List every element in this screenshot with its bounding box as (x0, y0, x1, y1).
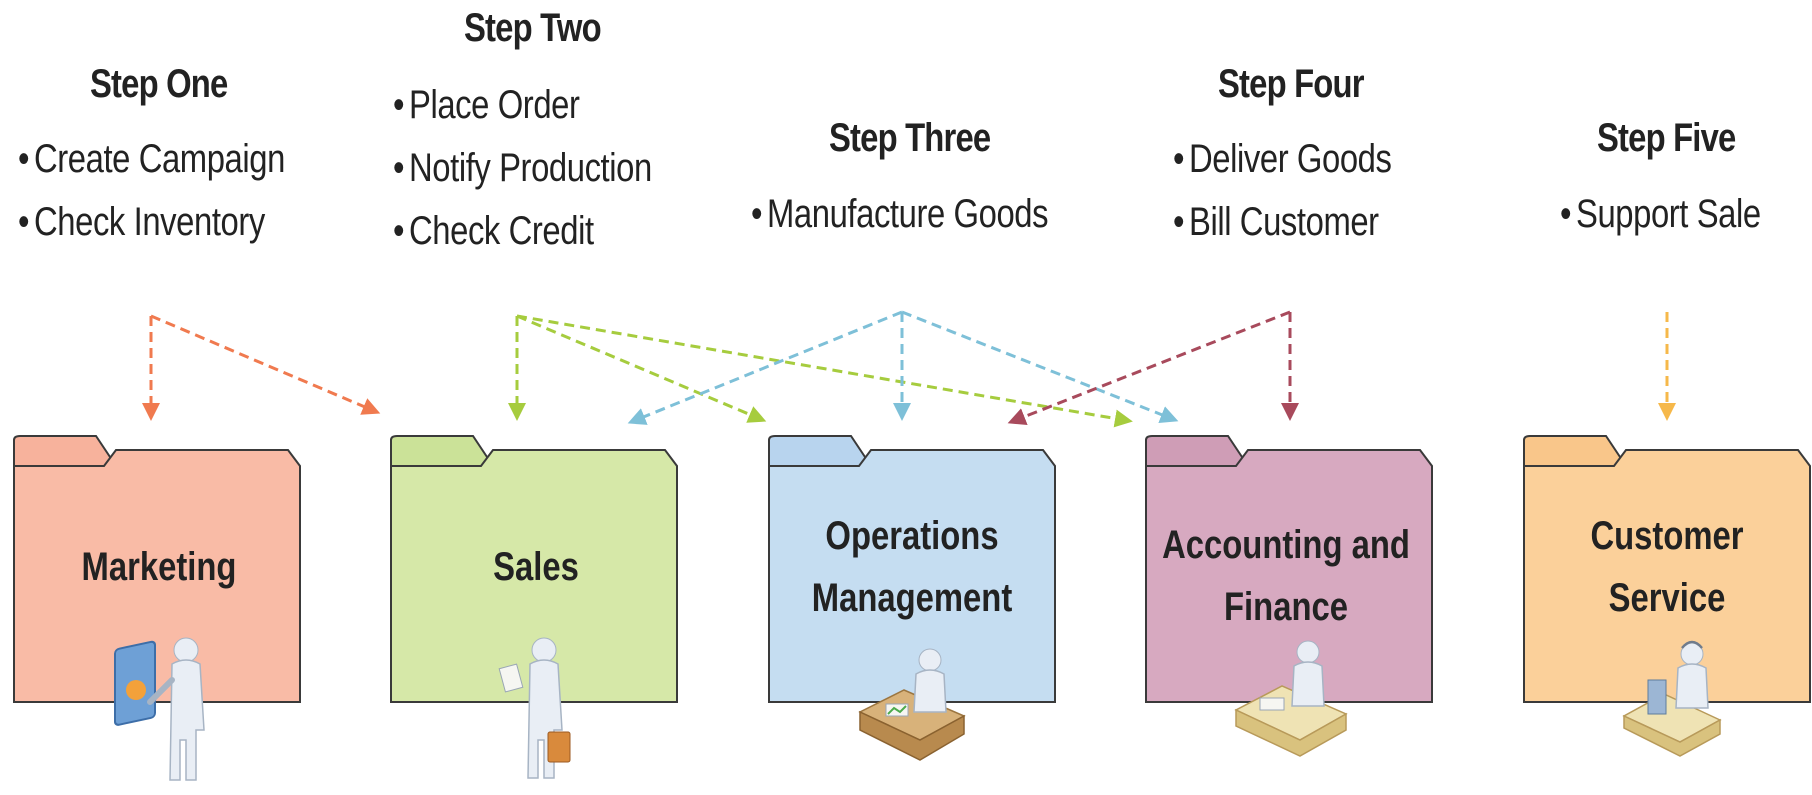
list-item: Support Sale (1560, 183, 1761, 246)
step-four-list: Deliver Goods Bill Customer (1173, 128, 1439, 254)
step-two-list: Place Order Notify Production Check Cred… (393, 74, 709, 263)
folder-body (1145, 449, 1433, 703)
folder-label-accounting-and-finance: Accounting and Finance (1162, 523, 1410, 629)
step-three-arrows (627, 310, 1179, 425)
customer-service-headset-icon (1622, 640, 1722, 757)
step-one-list: Create Campaign Check Inventory (18, 128, 344, 254)
arrow-step-three-to-sales (627, 310, 903, 425)
step-one-title: Step One (90, 62, 228, 106)
folder-customer-service (1523, 435, 1811, 703)
list-item: Bill Customer (1173, 191, 1391, 254)
arrow-step-one-to-sales (150, 314, 381, 415)
list-item: Create Campaign (18, 128, 285, 191)
folder-label-sales: Sales (493, 545, 579, 589)
folder-label-customer-service: Customer Service (1590, 514, 1744, 620)
step-one-arrows (142, 314, 381, 421)
folder-label-operations-management: Operations Management (811, 514, 1013, 620)
step-two-title: Step Two (464, 6, 602, 50)
step-five-list: Support Sale (1560, 183, 1805, 246)
folder-tab (13, 435, 118, 467)
step-three-title: Step Three (829, 116, 991, 160)
accounting-desk-worker-icon (1234, 640, 1348, 757)
step-four-arrows (1007, 310, 1299, 426)
folder-body (390, 449, 678, 703)
folder-body (768, 449, 1056, 703)
list-item: Manufacture Goods (751, 183, 1049, 246)
marketing-presenter-icon (114, 637, 205, 781)
arrow-step-two-to-operations (516, 314, 767, 423)
step-three-list: Manufacture Goods (751, 183, 1113, 246)
list-item: Deliver Goods (1173, 128, 1392, 191)
folder-body (13, 449, 301, 703)
arrow-step-three-to-accounting (901, 310, 1179, 424)
folder-sales (390, 435, 678, 703)
arrow-step-four-to-operations (1007, 310, 1291, 426)
folder-operations-management (768, 435, 1056, 703)
list-item: Place Order (393, 74, 652, 137)
operations-desk-worker-icon (858, 648, 966, 761)
list-item: Check Credit (393, 200, 652, 263)
folder-body (1523, 449, 1811, 703)
folder-tab (390, 435, 495, 467)
step-two-arrows (508, 314, 1133, 428)
step-five-title: Step Five (1597, 116, 1736, 160)
arrow-step-two-to-accounting (516, 314, 1133, 428)
folder-accounting-and-finance (1145, 435, 1433, 703)
list-item: Notify Production (393, 137, 652, 200)
folder-tab (1523, 435, 1628, 467)
folder-marketing (13, 435, 301, 703)
folder-tab (1145, 435, 1250, 467)
folder-label-marketing: Marketing (81, 545, 237, 589)
list-item: Check Inventory (18, 191, 285, 254)
sales-person-briefcase-icon (498, 637, 571, 779)
folder-tab (768, 435, 873, 467)
step-four-title: Step Four (1218, 62, 1365, 106)
